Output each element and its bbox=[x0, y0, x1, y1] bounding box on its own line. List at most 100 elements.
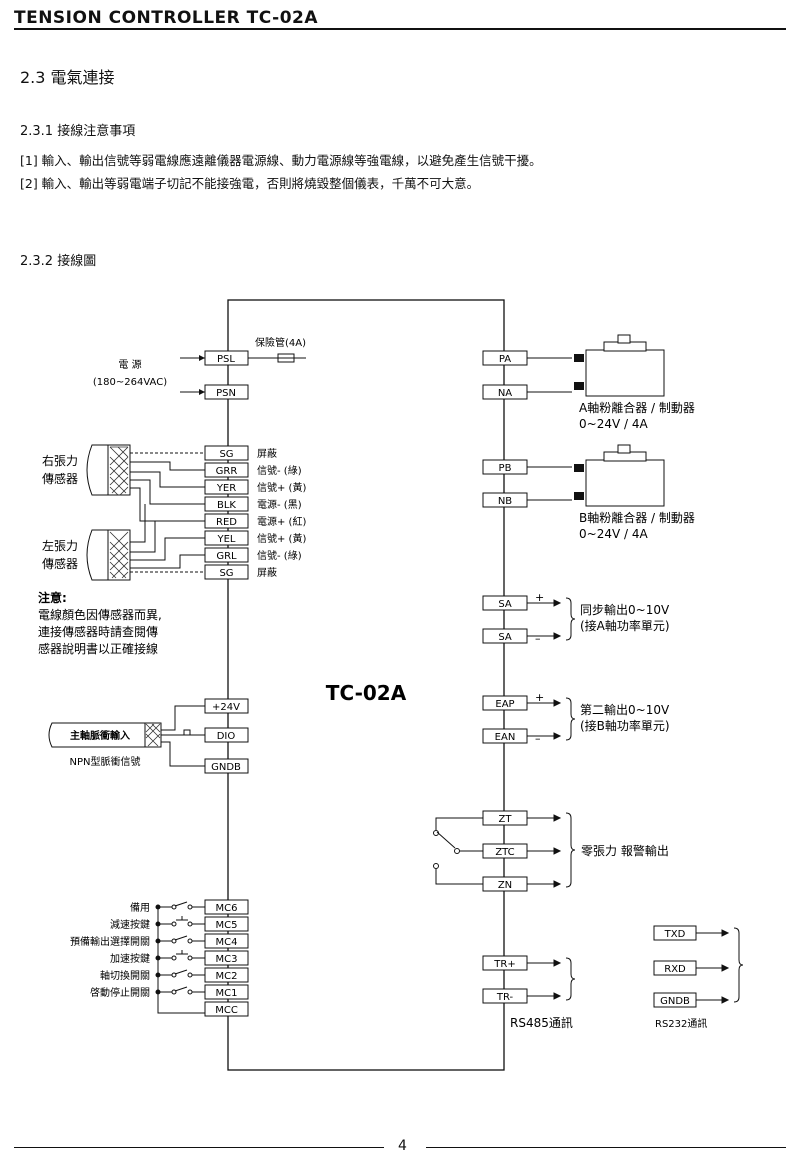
pin-yer-2-label: YER bbox=[216, 483, 236, 494]
sensor-note-line-3: 感器說明書以正確接線 bbox=[38, 641, 158, 656]
rs232-label: RS232通訊 bbox=[655, 1017, 707, 1030]
right-sensor-label-2: 傳感器 bbox=[42, 471, 78, 486]
switch-contact-a-1 bbox=[171, 921, 177, 927]
sensor-pin-desc-6: 信號- (綠) bbox=[257, 549, 302, 562]
pin-psn bbox=[204, 384, 249, 400]
pin-grl-6-label: GRL bbox=[216, 551, 237, 562]
pin-ean-label: EAN bbox=[495, 732, 516, 743]
switch-contact-b-1 bbox=[187, 921, 193, 927]
wiring-diagram: TC-02A 電 源 (180~264VAC) PSL PSN 保險管(4A) … bbox=[38, 299, 744, 1071]
sync-output bbox=[527, 597, 576, 641]
rs485 bbox=[527, 957, 576, 1001]
pin-rxd-label: RXD bbox=[664, 964, 686, 975]
clutch-b-label: B軸粉離合器 / 制動器 bbox=[579, 510, 695, 525]
pin-mc2-label: MC2 bbox=[216, 971, 238, 982]
switch-common-wire bbox=[157, 907, 205, 1014]
sensor-note: 注意: 電線顏色因傳感器而異, 連接傳感器時請查閱傳 感器說明書以正確接線 bbox=[38, 590, 162, 656]
pin-mcc-label: MCC bbox=[215, 1005, 238, 1016]
sync-sub: (接A軸功率單元) bbox=[580, 618, 670, 633]
pin-eap-label: EAP bbox=[495, 699, 514, 710]
pin-sg-7 bbox=[204, 564, 249, 580]
pin-24v-label: +24V bbox=[212, 702, 240, 713]
sensor-note-line-1: 電線顏色因傳感器而異, bbox=[38, 607, 162, 622]
clutch-a: A軸粉離合器 / 制動器 0~24V / 4A bbox=[527, 334, 695, 431]
power-range: (180~264VAC) bbox=[93, 377, 167, 388]
pin-mc4-label: MC4 bbox=[216, 937, 238, 948]
rs485-label: RS485通訊 bbox=[510, 1015, 573, 1030]
pin-mc5-label: MC5 bbox=[216, 920, 238, 931]
pin-sa-minus-label: SA bbox=[498, 632, 512, 643]
switch-contact-b-5 bbox=[187, 989, 193, 995]
subsection-title-notes: 2.3.1 接線注意事項 bbox=[20, 124, 136, 139]
sensor-pin-desc-1: 信號- (綠) bbox=[257, 464, 302, 477]
pin-mc1-label: MC1 bbox=[216, 988, 238, 999]
alarm-label: 零張力 報警輸出 bbox=[581, 843, 669, 858]
note-1: [1] 輸入、輸出信號等弱電線應遠離儀器電源線、動力電源線等強電線，以避免產生信… bbox=[20, 153, 542, 168]
pin-na-label: NA bbox=[498, 388, 512, 399]
clutch-b-spec: 0~24V / 4A bbox=[579, 527, 648, 541]
pin-mc3-label: MC3 bbox=[216, 954, 238, 965]
switch-contact-a-3 bbox=[171, 955, 177, 961]
left-sensor-label-1: 左張力 bbox=[42, 538, 78, 553]
pulse-input: +24V DIO GNDB 主軸脈衝輸入 NPN型脈衝信號 bbox=[48, 698, 249, 774]
pin-sg-0 bbox=[204, 445, 249, 461]
footer-rule-right bbox=[426, 1147, 786, 1148]
switch-contact-b-3 bbox=[187, 955, 193, 961]
switch-contact-b-0 bbox=[187, 904, 193, 910]
sensor-pin-desc-0: 屏蔽 bbox=[257, 448, 277, 460]
pin-ztc-label: ZTC bbox=[495, 847, 514, 858]
clutch-a-label: A軸粉離合器 / 制動器 bbox=[579, 400, 695, 415]
footer-rule-left bbox=[14, 1147, 384, 1148]
pin-tr-minus-label: TR- bbox=[496, 992, 514, 1003]
switch-lever-2 bbox=[174, 935, 188, 941]
pin-blk-3-label: BLK bbox=[217, 500, 236, 511]
second-output bbox=[527, 697, 576, 741]
second-label: 第二輸出0~10V bbox=[580, 702, 670, 717]
pin-tr-plus-label: TR+ bbox=[493, 959, 515, 970]
switch-lever-4 bbox=[174, 969, 188, 975]
switch-wiring bbox=[155, 901, 205, 1014]
clutch-a-spec: 0~24V / 4A bbox=[579, 417, 648, 431]
second-plus: + bbox=[535, 691, 544, 704]
left-sensor-label-2: 傳感器 bbox=[42, 556, 78, 571]
pin-yel-5-label: YEL bbox=[217, 534, 236, 545]
switch-label-3: 加速按鍵 bbox=[110, 952, 150, 965]
subsection-title-diagram: 2.3.2 接線圖 bbox=[20, 254, 97, 269]
alarm-output bbox=[433, 812, 576, 888]
pin-pb-label: PB bbox=[499, 463, 512, 474]
pin-zt-label: ZT bbox=[499, 814, 513, 825]
pulse-label: 主軸脈衝輸入 bbox=[70, 729, 130, 742]
switch-lever-0 bbox=[174, 901, 188, 907]
sensor-note-title: 注意: bbox=[38, 590, 67, 605]
second-sub: (接B軸功率單元) bbox=[580, 718, 670, 733]
pin-zn-label: ZN bbox=[498, 880, 512, 891]
switch-inputs: MC6MC5MC4MC3MC2MC1MCC備用減速按鍵預備輸出選擇開關加速按鍵軸… bbox=[70, 899, 249, 1017]
pin-red-4-label: RED bbox=[216, 517, 237, 528]
second-minus: – bbox=[535, 732, 541, 745]
pin-pa-label: PA bbox=[499, 354, 511, 365]
pin-psn-label: PSN bbox=[216, 388, 236, 399]
pin-sa-plus-label: SA bbox=[498, 599, 512, 610]
power-label: 電 源 bbox=[118, 358, 141, 371]
rs232: TXD RXD GNDB RS232通訊 bbox=[653, 925, 744, 1030]
sensor-wires bbox=[130, 452, 205, 573]
switch-label-2: 預備輸出選擇開關 bbox=[70, 935, 150, 948]
sensor-note-line-2: 連接傳感器時請查閱傳 bbox=[38, 624, 158, 639]
pin-dio-label: DIO bbox=[217, 731, 236, 742]
switch-label-1: 減速按鍵 bbox=[110, 918, 150, 931]
clutch-b: B軸粉離合器 / 制動器 0~24V / 4A bbox=[527, 444, 695, 541]
sensor-pin-desc-7: 屏蔽 bbox=[257, 567, 277, 579]
switch-label-5: 啓動停止開關 bbox=[90, 986, 150, 999]
switch-label-4: 軸切換開關 bbox=[100, 969, 150, 982]
sensor-pin-desc-4: 電源+ (紅) bbox=[257, 515, 306, 528]
switch-lever-5 bbox=[174, 986, 188, 992]
pin-txd-label: TXD bbox=[664, 929, 686, 940]
note-2: [2] 輸入、輸出等弱電端子切記不能接強電，否則將燒毀整個儀表，千萬不可大意。 bbox=[20, 176, 480, 191]
pin-grr-1-label: GRR bbox=[216, 466, 238, 477]
pulse-type: NPN型脈衝信號 bbox=[70, 755, 141, 768]
title-rule bbox=[14, 28, 786, 30]
switch-contact-b-2 bbox=[187, 938, 193, 944]
pin-sg-7-label: SG bbox=[219, 568, 233, 579]
